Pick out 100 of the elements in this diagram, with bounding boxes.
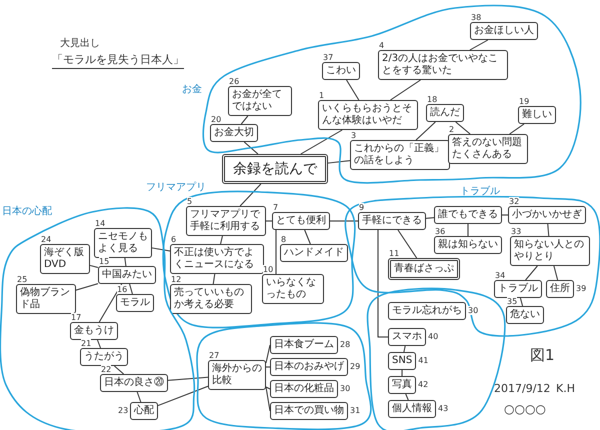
- topic-box: 金もうけ: [70, 322, 118, 340]
- central-topic-box: 余録を読んで: [222, 154, 328, 184]
- figure-label: 図1: [530, 346, 555, 365]
- topic-box: 日本食ブーム: [270, 336, 338, 354]
- node-number: 29: [350, 362, 360, 371]
- topic-box: フリマアプリで手軽に利用する: [186, 206, 266, 236]
- connector-line: [266, 220, 272, 222]
- heading-label: 大見出し: [60, 36, 100, 50]
- connector-line: [220, 236, 223, 244]
- topic-box: お金ほしい人: [470, 22, 538, 40]
- connector-line: [124, 258, 126, 266]
- topic-box: お金大切: [210, 124, 258, 142]
- topic-box: ハンドメイド: [280, 244, 348, 262]
- topic-box: いらなくなったもの: [262, 274, 324, 304]
- connector-line: [244, 142, 258, 154]
- connector-line: [520, 298, 524, 306]
- node-number: 5: [187, 197, 192, 206]
- region-label: フリマアプリ: [146, 182, 206, 194]
- node-number: 35: [507, 297, 518, 306]
- node-number: 10: [263, 265, 274, 274]
- node-number: 30: [468, 306, 478, 315]
- connector-line: [266, 386, 270, 412]
- topic-box: 不正は使い方でよくニュースになる: [170, 244, 264, 274]
- topic-box: 読んだ: [426, 104, 464, 122]
- connector-line: [390, 80, 421, 100]
- topic-box: お金が全てではない: [228, 86, 292, 116]
- connector-line: [378, 230, 388, 338]
- connector-line: [346, 80, 360, 100]
- topic-box: SNS: [388, 352, 416, 370]
- node-number: 3: [351, 131, 356, 140]
- topic-box: 2/3の人はお金でいやなことをする驚いた: [378, 50, 508, 80]
- connector-line: [509, 124, 525, 134]
- connector-line: [212, 274, 216, 284]
- author-initials: K.H: [556, 382, 575, 395]
- topic-box: 誰でもできる: [434, 206, 502, 224]
- connector-line: [136, 392, 142, 402]
- title: 「モラルを見失う日本人」: [52, 52, 184, 69]
- node-number: 36: [435, 227, 446, 236]
- node-number: 7: [273, 203, 278, 212]
- node-number: 41: [418, 356, 428, 365]
- topic-box: 中国みたい: [98, 266, 156, 284]
- topic-box: ニセモノもよく見る: [94, 228, 152, 258]
- connector-line: [266, 344, 270, 364]
- node-number: 23: [118, 406, 128, 415]
- topic-box: 売っていいものか考える必要: [170, 284, 252, 314]
- topic-box: 心配: [130, 402, 158, 420]
- connector-line: [398, 230, 418, 258]
- connector-line: [240, 184, 262, 206]
- node-number: 14: [95, 219, 106, 228]
- topic-box: とても便利: [272, 212, 330, 230]
- connector-line: [168, 376, 208, 381]
- node-number: 38: [471, 13, 482, 22]
- node-number: 15: [99, 257, 110, 266]
- topic-region: [195, 323, 369, 430]
- node-number: 22: [101, 365, 112, 374]
- node-number: 11: [389, 249, 400, 258]
- node-number: 39: [576, 284, 586, 293]
- topic-box: 危ない: [506, 306, 544, 324]
- connector-line: [98, 284, 122, 322]
- topic-box: いくらもらおうとそんな体験はいやだ: [318, 100, 418, 130]
- connector-line: [525, 266, 538, 280]
- topic-box: 親は知らない: [434, 236, 502, 254]
- connector-line: [402, 370, 403, 376]
- connector-line: [266, 366, 270, 368]
- topic-box: 写真: [388, 376, 416, 394]
- node-number: 31: [350, 406, 360, 415]
- connector-line: [96, 340, 102, 348]
- node-number: 32: [509, 197, 520, 206]
- topic-box: 難しい: [518, 106, 556, 124]
- node-number: 12: [171, 275, 182, 284]
- node-number: 2: [449, 125, 454, 134]
- node-number: 30: [340, 384, 350, 393]
- date-label: 2017/9/12: [494, 382, 550, 395]
- connector-line: [469, 40, 488, 50]
- connector-line: [114, 366, 124, 374]
- name-label: ○○○○: [504, 402, 546, 416]
- node-number: 20: [211, 115, 222, 124]
- node-number: 16: [117, 285, 128, 294]
- node-number: 25: [17, 275, 28, 284]
- connector-line: [403, 346, 406, 352]
- region-label: 日本の心配: [2, 206, 52, 218]
- topic-box: 日本での買い物: [270, 402, 348, 420]
- connector-line: [158, 386, 208, 406]
- topic-box: 住所: [546, 280, 574, 298]
- connector-line: [76, 283, 98, 291]
- connector-line: [502, 214, 508, 216]
- node-number: 9: [359, 203, 364, 212]
- connector-line: [129, 284, 133, 294]
- topic-box: 日本の化粧品: [270, 380, 338, 398]
- topic-box: これからの「正義」の話をしよう: [350, 140, 450, 170]
- node-number: 17: [71, 313, 82, 322]
- topic-box: 小づかいかせぎ: [508, 206, 586, 224]
- node-number: 4: [379, 41, 384, 50]
- connector-line: [547, 224, 550, 236]
- node-number: 42: [418, 380, 428, 389]
- node-number: 6: [171, 235, 176, 244]
- topic-box: うたがう: [80, 348, 128, 366]
- node-number: 40: [428, 332, 438, 341]
- topic-box: 手軽にできる: [358, 212, 426, 230]
- node-number: 8: [281, 235, 286, 244]
